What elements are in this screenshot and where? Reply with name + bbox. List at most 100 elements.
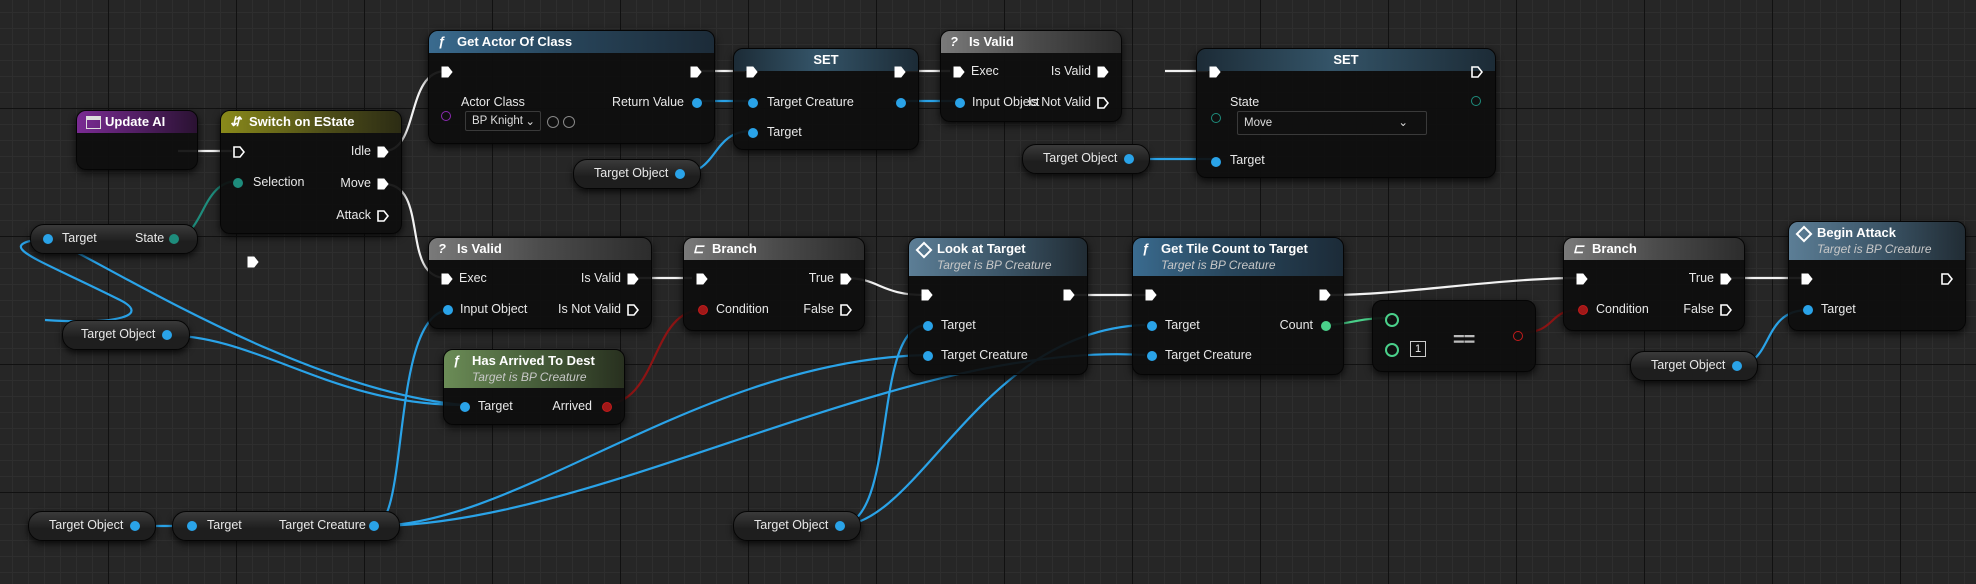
actor-class-dropdown[interactable]: BP Knight⌄ [465,111,541,131]
count-pin[interactable] [1321,321,1331,331]
break-target-state-node[interactable]: Target State [30,224,198,254]
state-dropdown[interactable]: Move⌄ [1237,111,1427,135]
exec-out-pin[interactable] [1063,289,1075,301]
exec-in-pin[interactable] [746,66,758,78]
exec-in-pin[interactable] [1145,289,1157,301]
target-pin[interactable] [1211,157,1221,167]
a-input-pin[interactable] [1385,313,1399,327]
is-valid-exec-pin[interactable] [627,273,639,285]
is-valid-exec-pin[interactable] [1097,66,1109,78]
variable-out-pin[interactable] [1732,361,1742,371]
exec-in-pin[interactable] [1209,66,1221,78]
exec-out-pin[interactable] [894,66,906,78]
count-label: Count [1279,318,1313,332]
variable-label: Target Object [754,518,829,532]
false-exec-pin[interactable] [840,304,852,316]
target-object-variable[interactable]: Target Object [1630,351,1758,381]
target-object-variable[interactable]: Target Object [573,159,701,189]
b-input-pin[interactable] [1385,343,1399,357]
target-pin[interactable] [923,321,933,331]
variable-out-pin[interactable] [835,521,845,531]
node-header: ⊏Branch [1564,238,1744,260]
idle-exec-pin[interactable] [377,146,389,158]
target-pin[interactable] [748,128,758,138]
equals-node[interactable]: 1 == [1372,300,1536,372]
browse-icon[interactable] [547,116,559,128]
variable-out-pin[interactable] [1124,154,1134,164]
branch-node-1[interactable]: ⊏Branch Condition True False [683,237,865,331]
exec-in-pin[interactable] [1576,273,1588,285]
target-object-variable[interactable]: Target Object [733,511,861,541]
false-exec-pin[interactable] [1720,304,1732,316]
exec-out-pin[interactable] [1319,289,1331,301]
node-title: Is Valid [457,241,502,256]
target-pin[interactable] [1803,305,1813,315]
exec-out-pin[interactable] [247,256,259,268]
input-object-pin[interactable] [443,305,453,315]
condition-pin[interactable] [1578,305,1588,315]
exec-in-pin[interactable] [953,66,965,78]
is-not-valid-exec-pin[interactable] [627,304,639,316]
target-creature-out-pin[interactable] [896,98,906,108]
arrived-label: Arrived [552,399,592,413]
exec-out-pin[interactable] [690,66,702,78]
actor-class-pin[interactable] [441,111,451,121]
result-pin[interactable] [1513,331,1523,341]
attack-exec-pin[interactable] [377,210,389,222]
move-label: Move [340,176,371,190]
selection-pin[interactable] [233,178,243,188]
true-exec-pin[interactable] [1720,273,1732,285]
exec-in-pin[interactable] [441,66,453,78]
exec-in-pin[interactable] [696,273,708,285]
target-creature-pin[interactable] [923,351,933,361]
variable-out-pin[interactable] [675,169,685,179]
arrived-pin[interactable] [602,402,612,412]
is-not-valid-exec-pin[interactable] [1097,97,1109,109]
target-creature-pin[interactable] [1147,351,1157,361]
target-creature-out-pin[interactable] [369,521,379,531]
branch-node-2[interactable]: ⊏Branch Condition True False [1563,237,1745,331]
set-target-creature-node[interactable]: SET Target Creature Target [733,48,919,150]
exec-in-pin[interactable] [921,289,933,301]
variable-out-pin[interactable] [130,521,140,531]
condition-pin[interactable] [698,305,708,315]
target-pin[interactable] [460,402,470,412]
move-exec-pin[interactable] [377,178,389,190]
idle-label: Idle [350,144,371,158]
return-value-pin[interactable] [692,98,702,108]
is-valid-node-bottom[interactable]: ?Is Valid Exec Is Valid Input Object Is … [428,237,652,329]
exec-in-pin[interactable] [233,146,245,158]
target-object-variable[interactable]: Target Object [62,320,190,350]
exec-out-pin[interactable] [1471,66,1483,78]
target-out-pin[interactable] [43,234,53,244]
exec-in-pin[interactable] [1801,273,1813,285]
target-object-variable[interactable]: Target Object [28,511,156,541]
target-in-pin[interactable] [187,521,197,531]
target-object-variable[interactable]: Target Object [1022,144,1150,174]
exec-out-pin[interactable] [1941,273,1953,285]
target-pin[interactable] [1147,321,1157,331]
is-valid-node-top[interactable]: ?Is Valid Exec Is Valid Input Object Is … [940,30,1122,122]
function-icon: ƒ [453,353,461,368]
set-state-node[interactable]: SET State Move⌄ Target [1196,48,1496,178]
search-icon[interactable] [563,116,575,128]
state-in-pin[interactable] [1211,113,1221,123]
state-out-pin[interactable] [169,234,179,244]
chevron-down-icon: ⌄ [1398,117,1408,129]
true-exec-pin[interactable] [840,273,852,285]
break-target-creature-node[interactable]: Target Target Creature [172,511,400,541]
b-value-box[interactable]: 1 [1410,341,1426,357]
input-object-pin[interactable] [955,98,965,108]
update-ai-event-node[interactable]: Update AI [76,110,259,268]
node-title: Branch [712,241,757,256]
switch-on-estate-node[interactable]: ⇵Switch on EState Selection Idle Move At… [220,110,402,234]
exec-in-pin[interactable] [441,273,453,285]
variable-out-pin[interactable] [162,330,172,340]
state-out-pin[interactable] [1471,96,1481,106]
target-creature-in-pin[interactable] [748,98,758,108]
